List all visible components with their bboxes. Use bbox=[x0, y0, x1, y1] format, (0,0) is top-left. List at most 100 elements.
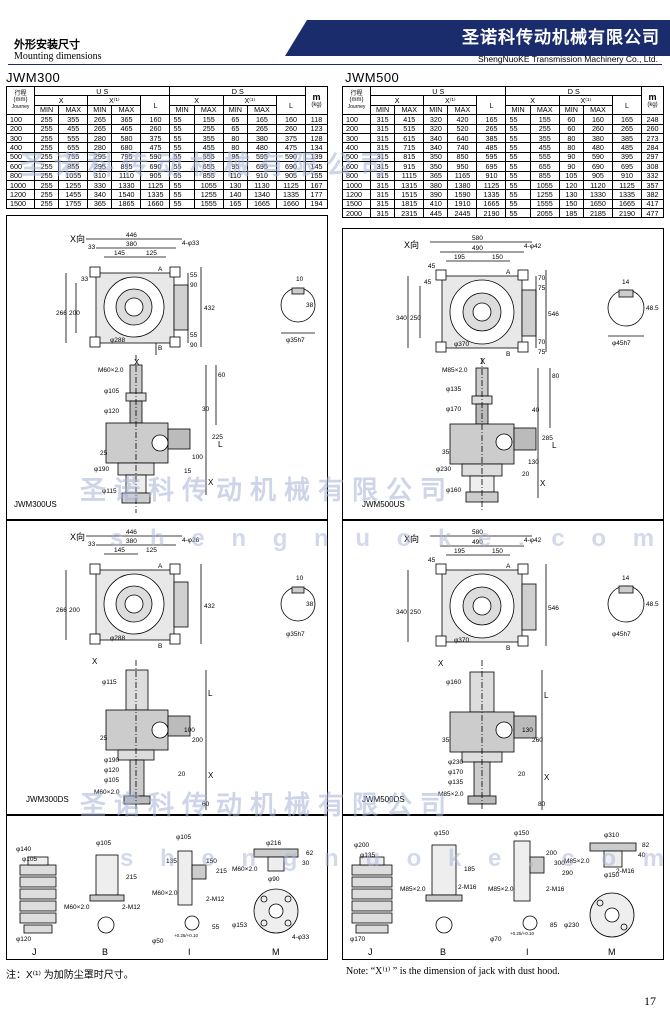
dim-d120: φ120 bbox=[104, 408, 119, 415]
table-cell: 130 bbox=[558, 189, 584, 200]
mass-header: m (kg) bbox=[641, 85, 664, 116]
table-cell: 555 bbox=[58, 132, 89, 144]
table-cell: 855 bbox=[529, 170, 560, 181]
label-x: X bbox=[134, 358, 140, 367]
dim-v45: 45 bbox=[424, 279, 432, 286]
table-cell: 580 bbox=[111, 132, 142, 144]
table-cell: 485 bbox=[476, 142, 507, 153]
table-cell: 1865 bbox=[111, 198, 142, 210]
dim-195: 195 bbox=[454, 548, 465, 555]
table-cell: 1255 bbox=[193, 189, 224, 200]
dim-d105: φ105 bbox=[104, 777, 119, 784]
table-cell: 365 bbox=[423, 170, 449, 181]
us-x-min: MIN bbox=[369, 104, 396, 116]
table-cell: 1120 bbox=[582, 179, 613, 191]
table-cell: 55 bbox=[169, 189, 195, 200]
ds-x1-min: MIN bbox=[222, 104, 248, 116]
i-h300: 300 bbox=[554, 860, 565, 867]
dim-thread: M85×2.0 bbox=[438, 791, 464, 798]
table-cell: 910 bbox=[476, 170, 507, 181]
dim-key-38: 38 bbox=[306, 302, 314, 309]
company-name-en: ShengNuoKE Transmission Machinery Co., L… bbox=[477, 54, 658, 64]
table-cell: 1315 bbox=[394, 179, 425, 191]
table-cell: 265 bbox=[87, 123, 113, 134]
watermark-cn: 圣诺科传动机械有限公司 bbox=[20, 150, 395, 180]
j-d170: φ170 bbox=[350, 936, 365, 943]
jwm500-spec-table: 行程 (mm) Journey U S D S m (kg) X X⁽¹⁾ L … bbox=[342, 85, 664, 219]
table-cell: 315 bbox=[369, 132, 396, 144]
table-cell: 315 bbox=[369, 198, 396, 210]
header-band bbox=[285, 20, 670, 56]
table-cell: 1125 bbox=[611, 179, 643, 191]
table-cell: 910 bbox=[611, 170, 643, 181]
table-cell: 355 bbox=[58, 114, 89, 125]
i-holes: 2-M16 bbox=[546, 886, 565, 893]
us-header: U S bbox=[369, 85, 507, 97]
company-name-cn: 圣诺科传动机械有限公司 bbox=[462, 28, 660, 47]
dim-d370: φ370 bbox=[454, 637, 469, 644]
j-d120: φ120 bbox=[16, 936, 31, 943]
us-x1-min: MIN bbox=[87, 104, 113, 116]
table-cell: 165 bbox=[222, 198, 248, 210]
ds-x1-max: MAX bbox=[246, 104, 277, 116]
table-cell: 1200 bbox=[342, 189, 371, 200]
dim-holes: 4-φ42 bbox=[524, 537, 542, 544]
table-cell: 480 bbox=[582, 142, 613, 153]
table-cell: 55 bbox=[169, 198, 195, 210]
b-h185: 185 bbox=[464, 866, 475, 873]
table-cell: 255 bbox=[33, 114, 60, 125]
dim-580: 580 bbox=[472, 529, 483, 536]
table-cell: 410 bbox=[423, 198, 449, 210]
table-cell: 300 bbox=[342, 132, 371, 144]
i-d105: φ105 bbox=[176, 834, 191, 841]
dim-key-10: 10 bbox=[296, 276, 304, 283]
table-cell: 655 bbox=[529, 161, 560, 172]
jwm300-us-drawing: X向 446 380 145 125 33 4-φ33 A B X 266 20… bbox=[56, 232, 316, 513]
m-thread: M60×2.0 bbox=[232, 866, 258, 873]
table-cell: 300 bbox=[6, 132, 35, 144]
table-cell: 55 bbox=[505, 114, 531, 125]
dim-key-14: 14 bbox=[622, 279, 630, 286]
i-thread: M85×2.0 bbox=[488, 886, 514, 893]
table-cell: 160 bbox=[275, 114, 307, 125]
dim-key-48-5: 48.5 bbox=[646, 601, 659, 608]
table-cell: 248 bbox=[641, 114, 664, 125]
table-cell: 55 bbox=[505, 198, 531, 210]
table-cell: 1335 bbox=[140, 189, 171, 200]
i-d150: φ150 bbox=[514, 830, 529, 837]
part-b-label: B bbox=[440, 947, 446, 957]
table-cell: 177 bbox=[305, 189, 328, 200]
dim-130: 130 bbox=[522, 727, 533, 734]
table-cell: 100 bbox=[342, 114, 371, 125]
table-cell: 55 bbox=[505, 132, 531, 144]
stroke-en: Journey bbox=[11, 103, 30, 110]
watermark-cn: 圣诺科传动机械有限公司 bbox=[80, 790, 455, 820]
dim-d105: φ105 bbox=[104, 388, 119, 395]
ds-x-min: MIN bbox=[505, 104, 531, 116]
jwm300-us-label: JWM300US bbox=[14, 500, 57, 509]
dim-thread: M60×2.0 bbox=[94, 789, 120, 796]
jwm500-title: JWM500 bbox=[345, 70, 400, 85]
dim-35: 35 bbox=[442, 449, 450, 456]
b-d150: φ150 bbox=[434, 830, 449, 837]
dim-d288: φ288 bbox=[110, 635, 125, 642]
watermark-en: s h e n g n u o k e . c o m bbox=[110, 525, 665, 552]
dim-l: L bbox=[208, 689, 213, 698]
dim-d288: φ288 bbox=[110, 337, 125, 344]
dim-90a: 90 bbox=[190, 282, 198, 289]
m-holes: 4-φ33 bbox=[292, 934, 310, 941]
i-h55: 55 bbox=[212, 924, 220, 931]
table-cell: 1540 bbox=[111, 189, 142, 200]
section-title-en: Mounting dimensions bbox=[14, 51, 102, 62]
table-cell: 255 bbox=[33, 198, 60, 210]
dim-340: 340 bbox=[396, 609, 407, 616]
table-cell: 515 bbox=[394, 123, 425, 134]
i-tol: +0.25/+0.10 bbox=[174, 933, 199, 938]
table-cell: 905 bbox=[582, 170, 613, 181]
